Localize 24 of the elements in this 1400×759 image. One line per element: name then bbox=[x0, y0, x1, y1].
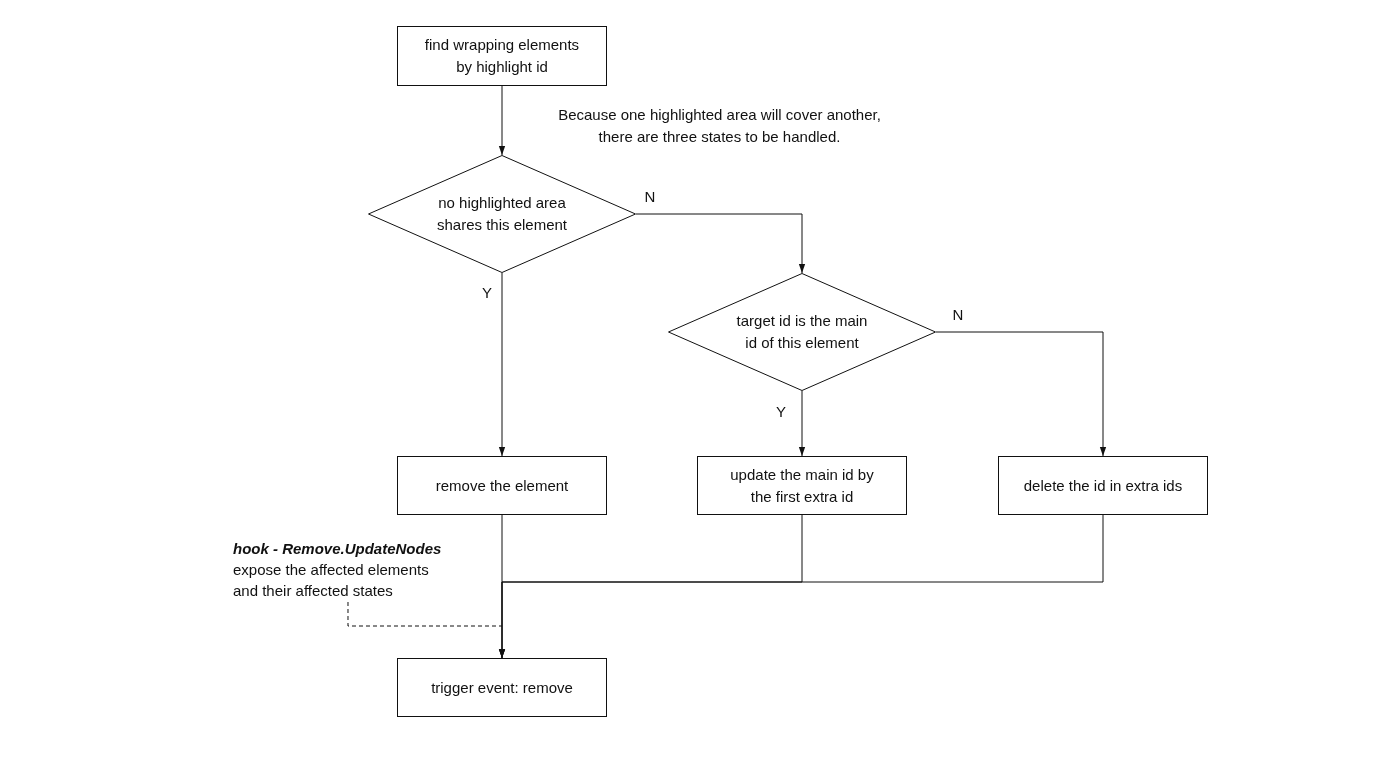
step-text: update the main id by the first extra id bbox=[729, 464, 875, 507]
step-text: trigger event: remove bbox=[431, 677, 573, 698]
arrow bbox=[498, 514, 1104, 659]
arrow bbox=[498, 85, 506, 156]
process-box bbox=[697, 456, 907, 515]
note-text: expose the affected elements and their affected states bbox=[233, 560, 430, 601]
arrow bbox=[635, 213, 806, 274]
hook-title: hook - Remove.UpdateNodes bbox=[233, 539, 442, 559]
decision-diamond bbox=[368, 155, 636, 273]
process-box bbox=[397, 456, 607, 515]
decision-diamond bbox=[668, 273, 936, 391]
step-text: remove the element bbox=[435, 475, 569, 496]
condition-text: no highlighted area shares this element bbox=[435, 193, 569, 235]
annotation-text: Because one highlighted area will cover another, there are three states to be handled. bbox=[557, 105, 882, 147]
process-box bbox=[998, 456, 1208, 515]
arrow bbox=[798, 390, 806, 457]
step-text: find wrapping elements by highlight id bbox=[423, 35, 581, 77]
process-box bbox=[397, 658, 607, 717]
arrow bbox=[498, 272, 506, 457]
process-box bbox=[397, 26, 607, 86]
leader-line bbox=[347, 601, 503, 627]
arrow bbox=[935, 331, 1107, 457]
step-text: delete the id in extra ids bbox=[1023, 475, 1183, 496]
condition-text: target id is the main id of this element bbox=[735, 311, 869, 353]
